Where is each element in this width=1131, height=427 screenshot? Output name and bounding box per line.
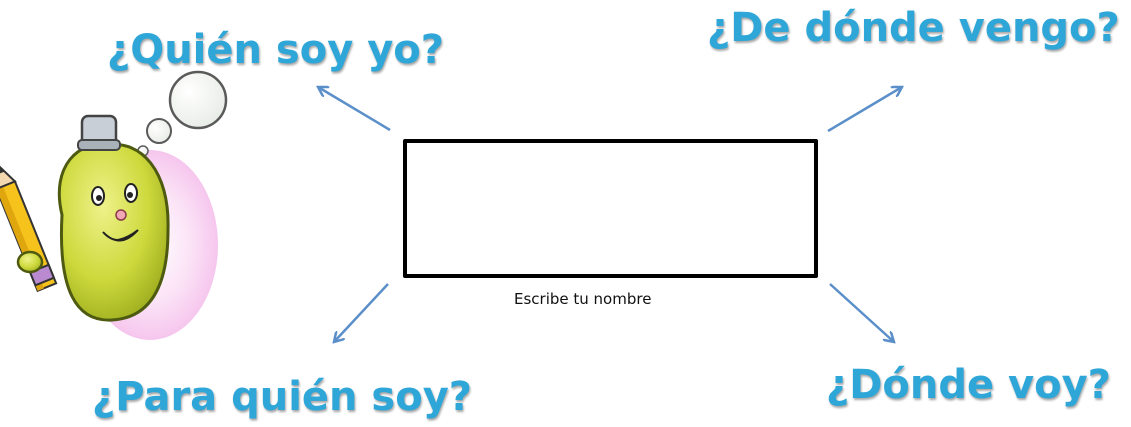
question-where-do-i-come-from: ¿De dónde vengo? bbox=[707, 5, 1120, 51]
arrow-to-bottom-right bbox=[829, 283, 894, 342]
hand bbox=[16, 250, 44, 274]
mouth bbox=[102, 229, 139, 242]
thought-bubble-large bbox=[168, 70, 228, 130]
name-box-caption: Escribe tu nombre bbox=[514, 290, 652, 308]
nose bbox=[115, 209, 127, 221]
arrow-to-bottom-left bbox=[334, 283, 389, 342]
arrow-to-top-right bbox=[827, 87, 902, 133]
question-where-am-i-going: ¿Dónde voy? bbox=[826, 362, 1111, 408]
name-box[interactable] bbox=[403, 139, 818, 278]
question-who-am-i: ¿Quién soy yo? bbox=[107, 27, 444, 73]
question-who-am-i-for: ¿Para quién soy? bbox=[92, 374, 472, 420]
thought-bubble-medium bbox=[146, 118, 172, 144]
arrow-to-top-left bbox=[318, 87, 391, 132]
